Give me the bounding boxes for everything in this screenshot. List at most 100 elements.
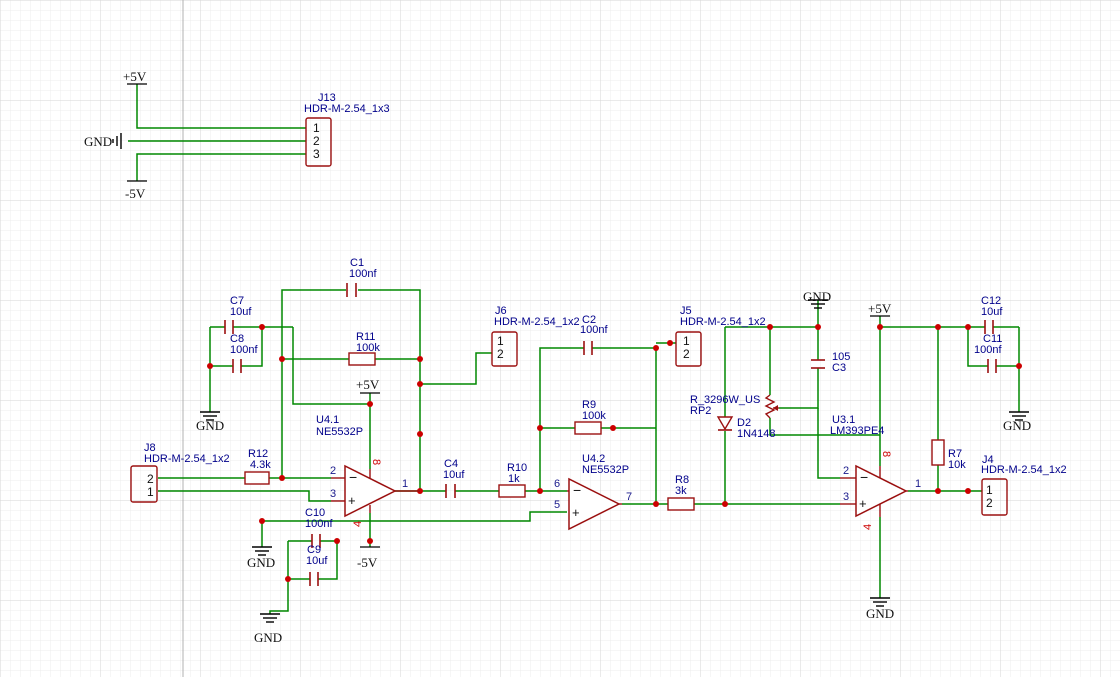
svg-text:4: 4 — [862, 524, 874, 530]
power-gnd-j13[interactable]: GND — [84, 133, 122, 149]
svg-text:−: − — [349, 469, 357, 485]
resistor-r7[interactable]: R7 10k — [931, 439, 966, 471]
svg-text:NE5532P: NE5532P — [582, 464, 629, 476]
connector-j6[interactable]: 1 2 J6 HDR-M-2.54_1x2 — [491, 305, 580, 367]
svg-text:R12: R12 — [248, 448, 268, 460]
svg-text:C9: C9 — [307, 544, 321, 556]
opamp-u41[interactable]: − + 2 3 1 8 4 U4.1 NE5532P — [316, 414, 420, 527]
j6-ref: J6 — [495, 305, 507, 317]
svg-text:100nf: 100nf — [305, 518, 333, 530]
svg-text:GND: GND — [84, 134, 112, 149]
svg-text:C12: C12 — [981, 295, 1001, 307]
power-gnd-c11[interactable]: GND — [1003, 411, 1031, 433]
svg-text:C7: C7 — [230, 295, 244, 307]
connector-j4[interactable]: 1 2 J4 HDR-M-2.54_1x2 — [981, 454, 1067, 516]
svg-text:GND: GND — [247, 555, 275, 570]
power-gnd-u31[interactable]: GND — [866, 597, 894, 621]
svg-text:2: 2 — [313, 134, 320, 148]
j13-value: HDR-M-2.54_1x3 — [304, 103, 390, 115]
svg-text:100k: 100k — [582, 410, 606, 422]
power-m5-j13[interactable]: -5V — [125, 180, 147, 201]
svg-text:U4.2: U4.2 — [582, 453, 605, 465]
svg-text:1: 1 — [497, 334, 504, 348]
svg-text:−: − — [573, 482, 581, 498]
opamp-u42[interactable]: − + 6 5 7 U4.2 NE5532P — [554, 453, 632, 531]
svg-text:1: 1 — [683, 334, 690, 348]
svg-text:R8: R8 — [675, 474, 689, 486]
svg-text:2: 2 — [147, 472, 154, 486]
svg-text:1: 1 — [986, 483, 993, 497]
connector-j13[interactable]: 1 2 3 J13 HDR-M-2.54_1x3 — [304, 92, 390, 167]
svg-text:GND: GND — [866, 606, 894, 621]
svg-text:100nf: 100nf — [230, 344, 258, 356]
power-gnd-c3[interactable]: GND — [803, 289, 831, 309]
power-gnd-c9[interactable]: GND — [254, 613, 282, 645]
capacitor-c3[interactable]: 105 C3 — [811, 351, 850, 374]
svg-text:2: 2 — [986, 496, 993, 510]
connector-j5[interactable]: 1 2 J5 HDR-M-2.54_1x2 — [675, 305, 766, 367]
j5-value: HDR-M-2.54_1x2 — [680, 316, 766, 328]
capacitor-c12[interactable]: C12 10uf — [981, 295, 1003, 334]
svg-text:+: + — [572, 505, 580, 520]
svg-text:C8: C8 — [230, 333, 244, 345]
resistor-r8[interactable]: R8 3k — [667, 474, 695, 511]
capacitor-c7[interactable]: C7 10uf — [224, 295, 252, 334]
power-m5-u41[interactable]: -5V — [357, 546, 380, 570]
power-p5-j13[interactable]: +5V — [123, 69, 147, 85]
svg-text:C3: C3 — [832, 362, 846, 374]
capacitor-c9[interactable]: C9 10uf — [306, 544, 328, 586]
svg-text:U3.1: U3.1 — [832, 414, 855, 426]
svg-text:1N4148: 1N4148 — [737, 428, 776, 440]
svg-text:100nf: 100nf — [974, 344, 1002, 356]
svg-text:-5V: -5V — [357, 555, 378, 570]
power-gnd-in[interactable]: GND — [247, 546, 275, 570]
comparator-u31[interactable]: − + 2 3 1 8 4 U3.1 LM393PE4 — [830, 414, 921, 530]
svg-text:GND: GND — [1003, 418, 1031, 433]
svg-text:3: 3 — [843, 491, 849, 503]
svg-text:8: 8 — [370, 459, 382, 465]
j5-ref: J5 — [680, 305, 692, 317]
svg-text:+5V: +5V — [123, 69, 147, 84]
resistor-r10[interactable]: R10 1k — [498, 462, 527, 498]
svg-text:+5V: +5V — [868, 301, 892, 316]
power-p5-u41[interactable]: +5V — [356, 377, 380, 394]
power-gnd-c7[interactable]: GND — [196, 411, 224, 433]
svg-text:GND: GND — [803, 289, 831, 304]
resistor-r11[interactable]: R11 100k — [348, 331, 380, 366]
resistor-r12[interactable]: R12 4.3k — [244, 448, 271, 485]
connector-j8[interactable]: 2 1 J8 HDR-M-2.54_1x2 — [130, 442, 230, 503]
svg-text:10uf: 10uf — [443, 469, 465, 481]
svg-text:R9: R9 — [582, 399, 596, 411]
svg-text:+: + — [348, 493, 356, 508]
svg-text:1: 1 — [147, 485, 154, 499]
svg-text:R10: R10 — [507, 462, 527, 474]
diode-d2[interactable]: D2 1N4148 — [716, 416, 776, 440]
j4-ref: J4 — [982, 454, 994, 466]
svg-text:LM393PE4: LM393PE4 — [830, 425, 884, 437]
capacitor-c1[interactable]: C1 100nf — [346, 257, 377, 297]
capacitor-c8[interactable]: C8 100nf — [230, 333, 258, 373]
potentiometer-rp2[interactable]: R_3296W_US RP2 — [690, 394, 779, 419]
power-p5-u31[interactable]: +5V — [868, 301, 892, 317]
svg-text:2: 2 — [330, 465, 336, 477]
capacitor-c11[interactable]: C11 100nf — [974, 333, 1002, 373]
svg-text:2: 2 — [843, 465, 849, 477]
capacitor-c2[interactable]: C2 100nf — [580, 314, 608, 355]
svg-text:C11: C11 — [983, 333, 1002, 345]
svg-text:−: − — [860, 469, 868, 485]
svg-text:4.3k: 4.3k — [250, 459, 271, 471]
svg-text:1: 1 — [402, 478, 408, 490]
capacitor-c4[interactable]: C4 10uf — [443, 458, 465, 498]
resistor-r9[interactable]: R9 100k — [574, 399, 606, 435]
svg-text:100k: 100k — [356, 342, 380, 354]
svg-text:C1: C1 — [350, 257, 364, 269]
svg-text:3k: 3k — [675, 485, 687, 497]
capacitor-c10[interactable]: C10 100nf — [305, 507, 333, 548]
svg-text:R11: R11 — [356, 331, 375, 343]
svg-text:+5V: +5V — [356, 377, 380, 392]
svg-text:10uf: 10uf — [306, 555, 328, 567]
svg-text:2: 2 — [497, 347, 504, 361]
j4-value: HDR-M-2.54_1x2 — [981, 464, 1067, 476]
